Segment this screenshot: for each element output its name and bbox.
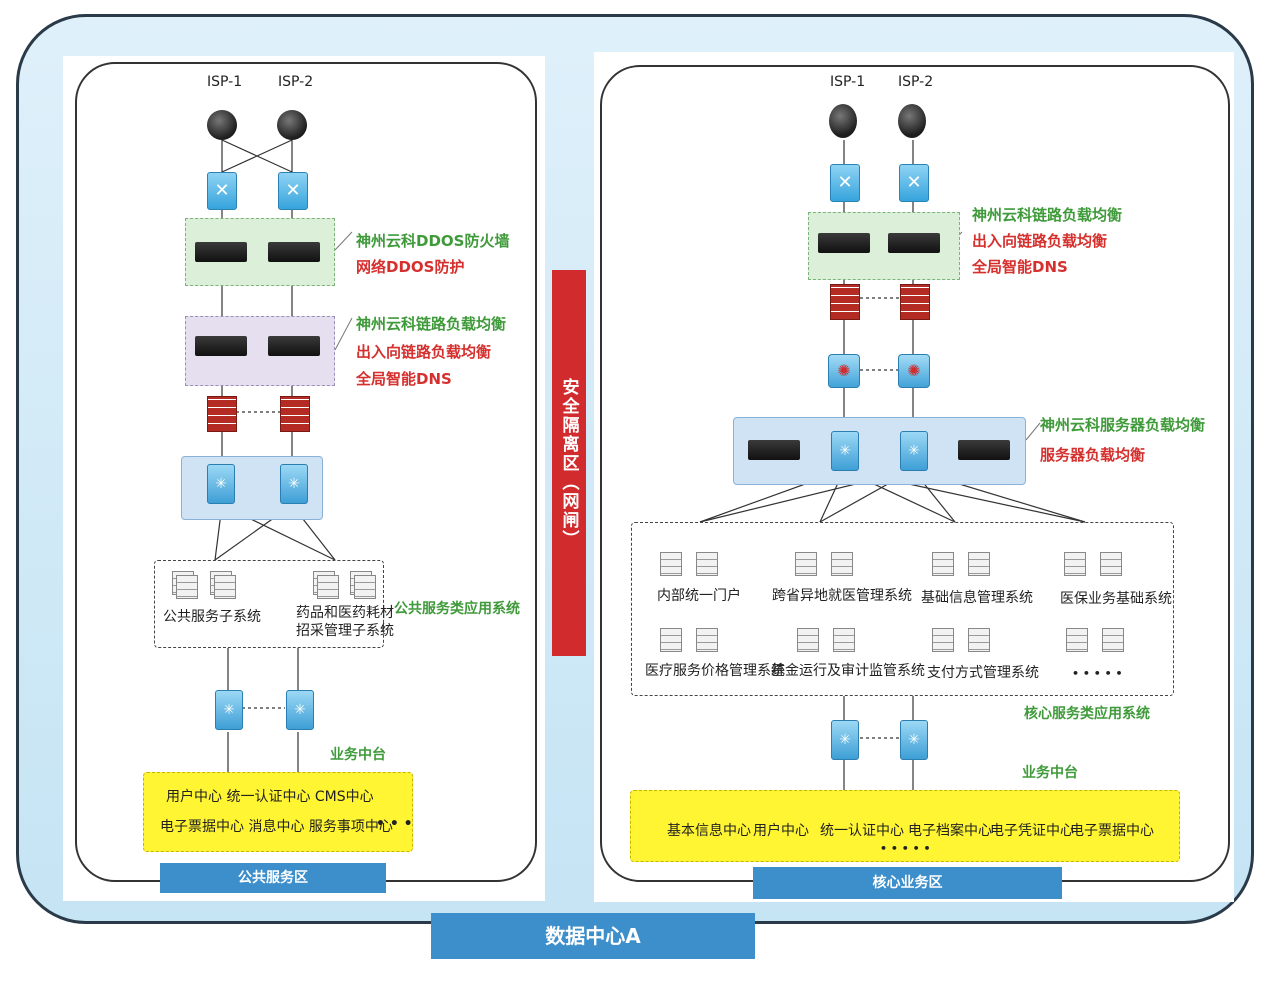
link-lb-line2: 全局智能DNS [972, 258, 1068, 276]
link-lb-line1: 出入向链路负载均衡 [356, 343, 492, 361]
server-lb-subtitle: 服务器负载均衡 [1040, 446, 1146, 464]
more-dots: • • • • • [880, 842, 931, 855]
server-icon [1100, 552, 1122, 576]
appliance-icon [818, 233, 870, 253]
appliance-icon [748, 440, 800, 460]
datacenter-label: 数据中心A [431, 913, 755, 959]
public-zone-label: 公共服务区 [160, 863, 386, 893]
server-icon [795, 552, 817, 576]
middle-platform-box [630, 790, 1180, 862]
router-icon: ✕ [830, 164, 860, 202]
server-icon [833, 628, 855, 652]
server-icon [968, 628, 990, 652]
server-icon [968, 552, 990, 576]
server-icon [214, 575, 236, 599]
switch-icon: ✳ [280, 464, 308, 504]
server-lb-title: 神州云科服务器负载均衡 [1040, 416, 1206, 434]
app-label: 基础信息管理系统 [921, 590, 1033, 606]
appliance-icon [195, 242, 247, 262]
link-lb-title: 神州云科链路负载均衡 [356, 315, 507, 333]
app-label: 公共服务子系统 [163, 609, 261, 625]
server-icon [1064, 552, 1086, 576]
middle-platform-caption: 业务中台 [330, 747, 386, 763]
router-icon: ✕ [899, 164, 929, 202]
app-label: 内部统一门户 [657, 588, 741, 604]
server-icon [696, 552, 718, 576]
core-zone-label: 核心业务区 [753, 867, 1062, 899]
server-icon [1102, 628, 1124, 652]
middle-platform-item: 统一认证中心 [820, 823, 904, 839]
link-lb-line1: 出入向链路负载均衡 [972, 232, 1108, 250]
app-label: 医疗服务价格管理系统 [645, 663, 785, 679]
switch-icon: ✳ [831, 720, 859, 760]
app-label: 药品和医药耗材 [296, 605, 394, 621]
public-apps-caption: 公共服务类应用系统 [394, 601, 520, 617]
public-apps-box [154, 560, 384, 648]
appliance-icon [888, 233, 940, 253]
router-icon: ✕ [207, 172, 237, 210]
middle-platform-item: 基本信息中心 [667, 823, 751, 839]
switch-icon: ✳ [215, 690, 243, 730]
server-icon [932, 552, 954, 576]
middle-platform-caption: 业务中台 [1022, 765, 1078, 781]
isp-label: ISP-2 [278, 74, 314, 90]
globe-icon [829, 104, 857, 138]
firewall-icon [207, 396, 237, 432]
isp-label: ISP-1 [207, 74, 243, 90]
middle-platform-row: 电子票据中心 消息中心 服务事项中心 [160, 819, 393, 835]
server-icon [317, 575, 339, 599]
isp-label: ISP-2 [898, 74, 934, 90]
server-icon [932, 628, 954, 652]
middle-platform-item: 电子凭证中心 [990, 823, 1074, 839]
switch-icon: ✳ [900, 431, 928, 471]
firewall-icon [280, 396, 310, 432]
more-dots: • • • • • [1072, 667, 1123, 680]
server-icon [831, 552, 853, 576]
middle-platform-item: 用户中心 [753, 823, 809, 839]
link-lb-line2: 全局智能DNS [356, 370, 452, 388]
core-switch-icon: ✺ [898, 354, 930, 388]
switch-icon: ✳ [207, 464, 235, 504]
server-icon [797, 628, 819, 652]
server-icon [660, 552, 682, 576]
switch-icon: ✳ [286, 690, 314, 730]
firewall-icon [830, 284, 860, 320]
app-label: 支付方式管理系统 [927, 665, 1039, 681]
appliance-icon [268, 336, 320, 356]
server-icon [176, 575, 198, 599]
middle-platform-item: 电子档案中心 [908, 823, 992, 839]
app-label: 跨省异地就医管理系统 [772, 588, 912, 604]
switch-icon: ✳ [831, 431, 859, 471]
app-label: 医保业务基础系统 [1060, 591, 1172, 607]
security-isolation-zone: 安全隔离区（网闸） [552, 270, 586, 656]
server-icon [660, 628, 682, 652]
isp-label: ISP-1 [830, 74, 866, 90]
core-apps-caption: 核心服务类应用系统 [1024, 706, 1150, 722]
appliance-icon [268, 242, 320, 262]
more-dots: • • • [376, 816, 413, 832]
ddos-subtitle: 网络DDOS防护 [356, 258, 465, 276]
link-lb-title: 神州云科链路负载均衡 [972, 206, 1123, 224]
middle-platform-item: 电子票据中心 [1070, 823, 1154, 839]
appliance-icon [195, 336, 247, 356]
server-icon [354, 575, 376, 599]
firewall-icon [900, 284, 930, 320]
app-label: 招采管理子系统 [296, 623, 394, 639]
core-switch-icon: ✺ [828, 354, 860, 388]
globe-icon [277, 110, 307, 140]
ddos-title: 神州云科DDOS防火墙 [356, 232, 510, 250]
middle-platform-box [143, 772, 413, 852]
core-apps-box [631, 522, 1174, 696]
middle-platform-row: 用户中心 统一认证中心 CMS中心 [166, 789, 374, 805]
router-icon: ✕ [278, 172, 308, 210]
appliance-icon [958, 440, 1010, 460]
globe-icon [898, 104, 926, 138]
app-label: 基金运行及审计监管系统 [771, 663, 925, 679]
server-icon [696, 628, 718, 652]
globe-icon [207, 110, 237, 140]
switch-icon: ✳ [900, 720, 928, 760]
server-icon [1066, 628, 1088, 652]
